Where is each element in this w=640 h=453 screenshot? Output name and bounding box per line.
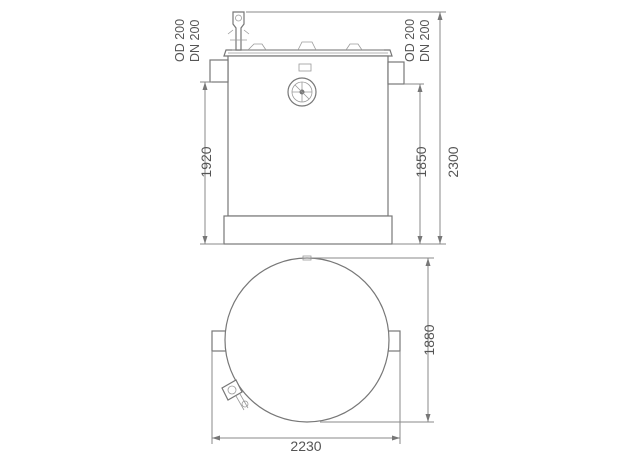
lifting-hook-icon xyxy=(227,11,250,51)
dim-value-outlet-height: 1850 xyxy=(413,146,429,177)
lid-line xyxy=(228,49,388,54)
dim-value-inlet-height: 1920 xyxy=(198,146,214,177)
lid-hatch-mid xyxy=(297,41,317,51)
inlet-od-label: OD 200 xyxy=(173,19,187,62)
lid-hatch-right xyxy=(345,43,363,51)
label-plate xyxy=(298,63,312,72)
dim-value-total-height: 2300 xyxy=(445,146,461,177)
tank-base xyxy=(223,215,393,245)
outlet-dn-label: DN 200 xyxy=(418,20,432,62)
inlet-pipe xyxy=(209,59,229,83)
lid-hatch-left xyxy=(247,43,267,51)
outlet-pipe xyxy=(387,61,405,85)
outlet-od-label: OD 200 xyxy=(403,19,417,62)
top-view: 1880 2230 xyxy=(211,255,437,453)
tank-top-circle xyxy=(224,257,390,423)
top-valve-handle-icon xyxy=(221,379,249,411)
dim-value-width: 2230 xyxy=(290,438,321,453)
valve-wheel-icon xyxy=(287,77,317,107)
side-view: OD 200 DN 200 OD 200 DN 200 1920 1850 23… xyxy=(173,11,461,245)
inlet-dn-label: DN 200 xyxy=(188,20,202,62)
dim-value-diameter: 1880 xyxy=(421,324,437,355)
